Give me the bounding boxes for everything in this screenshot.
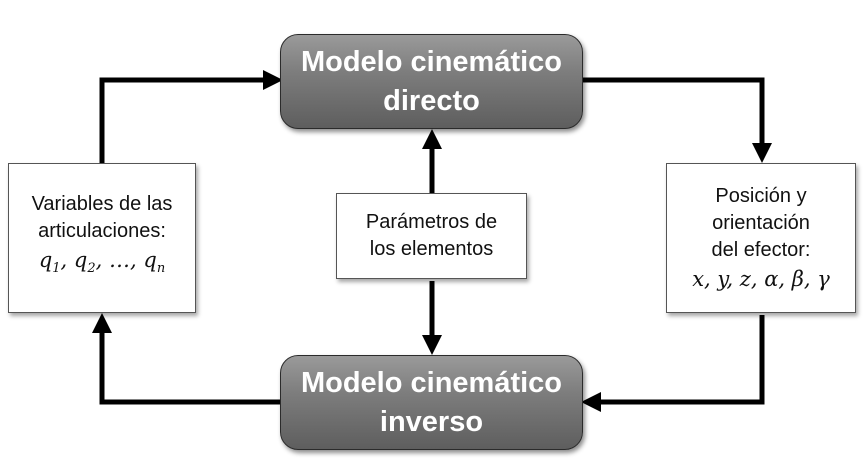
inverse-model-title-line2: inverso	[379, 405, 484, 438]
effector-pose-line3: del efector:	[711, 238, 811, 261]
effector-pose-box: Posición y orientación del efector: x, y…	[666, 163, 856, 313]
arrow-inverse-to-joints	[92, 313, 280, 405]
inverse-model-title-line1: Modelo cinemático	[300, 366, 563, 399]
arrow-effector-to-inverse	[581, 315, 765, 412]
element-parameters-line2: los elementos	[369, 238, 494, 260]
effector-pose-formula: x, y, z, α, β, γ	[692, 266, 830, 291]
element-parameters-box: Parámetros de los elementos	[336, 193, 527, 279]
arrow-joints-to-direct	[99, 70, 283, 163]
effector-pose-line2: orientación	[712, 211, 810, 234]
direct-model-title-line2: directo	[383, 84, 480, 117]
direct-model-box: Modelo cinemático directo	[280, 34, 583, 129]
joint-variables-line1: Variables de las	[31, 193, 173, 216]
effector-pose-line1: Posición y	[715, 184, 807, 207]
joint-variables-line2: articulaciones:	[38, 220, 166, 243]
arrow-direct-to-effector	[583, 77, 772, 163]
inverse-model-box: Modelo cinemático inverso	[280, 355, 583, 450]
joint-variables-formula: q1, q2, …, qn	[38, 248, 166, 277]
direct-model-title-line1: Modelo cinemático	[300, 45, 563, 78]
element-parameters-line1: Parámetros de	[365, 211, 498, 233]
joint-variables-box: Variables de las articulaciones: q1, q2,…	[8, 163, 196, 313]
